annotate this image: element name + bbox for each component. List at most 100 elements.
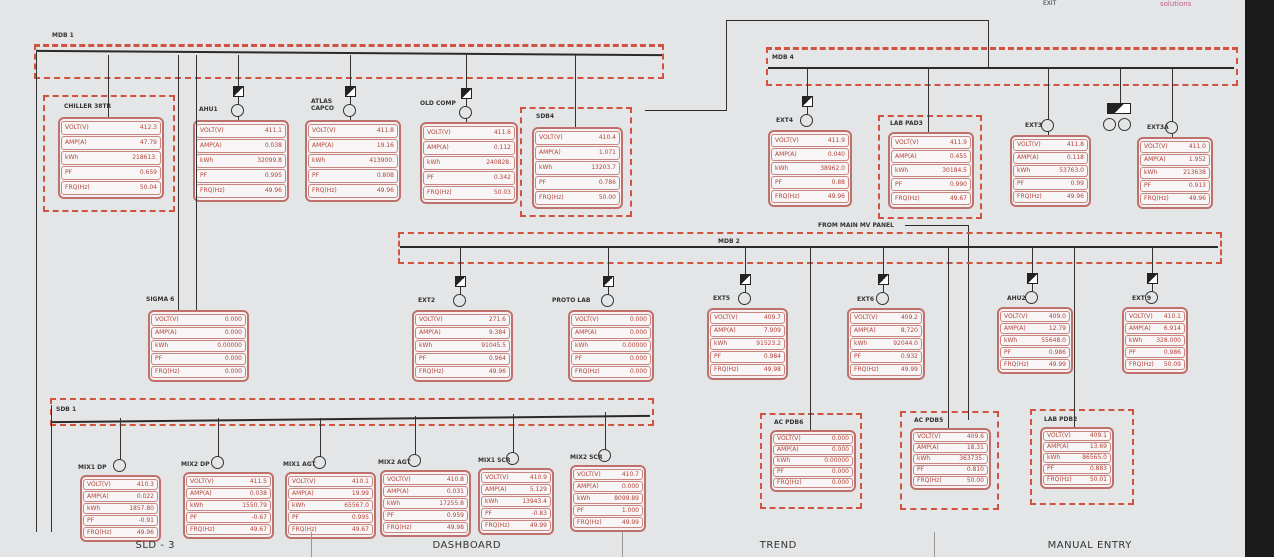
reading-volt: VOLT(V)410.3 [83,479,158,490]
reading-label: AMP(A) [895,153,917,160]
nav-sld-3[interactable]: SLD - 3 [135,540,175,551]
feeder-line [218,418,219,458]
reading-value: 0.000 [629,368,647,375]
panel-name: EXT6 [857,296,874,303]
reading-label: VOLT(V) [854,314,878,321]
reading-value: 411.9 [949,139,967,146]
reading-label: AMP(A) [312,142,334,149]
reading-volt: VOLT(V)411.5 [186,476,271,487]
nav-dashboard[interactable]: DASHBOARD [310,532,623,557]
reading-value: 17255.8 [439,500,464,507]
breaker-icon [461,88,472,99]
reading-value: 49.99 [621,519,639,526]
reading-amp: AMP(A)19.99 [288,488,373,499]
reading-value: 0.342 [493,174,511,181]
reading-label: kWh [155,342,169,349]
panel-dashed-frame [520,107,632,217]
exit-button[interactable]: EXIT [1043,0,1057,7]
reading-frq: FRQ(Hz)50.01 [1043,475,1111,485]
reading-volt: VOLT(V)410.1 [288,476,373,487]
reading-value: 19.99 [351,490,369,497]
reading-label: FRQ(Hz) [485,522,510,529]
reading-value: 0.000 [621,483,639,490]
nav-manual-entry[interactable]: MANUAL ENTRY [933,532,1246,557]
reading-frq: FRQ(Hz)49.99 [850,364,922,376]
panel-name: LAB PDB2 [1044,416,1078,423]
reading-volt: VOLT(V)410.8 [383,474,468,485]
reading-value: 0.031 [446,488,464,495]
reading-label: PF [577,507,585,514]
reading-amp: AMP(A)13.69 [1043,442,1111,452]
reading-volt: VOLT(V)411.8 [308,124,398,138]
reading-label: AMP(A) [577,483,599,490]
reading-label: PF [895,181,903,188]
reading-label: PF [87,517,95,524]
panel-name: AHU1 [199,106,218,113]
reading-value: 0.038 [264,142,282,149]
reading-value: 0.000 [629,355,647,362]
reading-volt: VOLT(V)411.0 [1140,141,1210,153]
breaker-icon [878,274,889,285]
feeder-line [36,52,37,532]
reading-label: PF [292,514,300,521]
reading-label: kWh [419,342,433,349]
reading-value: 411.9 [827,137,845,144]
reading-value: 409.6 [966,433,984,440]
reading-frq: FRQ(Hz)0.000 [151,366,246,378]
reading-label: AMP(A) [775,151,797,158]
reading-label: FRQ(Hz) [539,194,564,201]
nav-trend[interactable]: TREND [622,532,934,557]
reading-label: VOLT(V) [485,474,509,481]
reading-volt: VOLT(V)411.1 [196,124,286,138]
reading-value: 0.99 [1070,180,1084,187]
reading-value: 50.01 [1089,476,1107,483]
reading-value: 0.786 [598,179,616,186]
reading-label: PF [1144,182,1152,189]
reading-value: 49.67 [351,526,369,533]
feeder-line [807,68,808,116]
panel-name: MIX1 SCR [478,457,511,464]
reading-label: VOLT(V) [1129,313,1153,320]
reading-value: 0.000 [831,446,849,453]
panel-name: AHU2 [1007,295,1026,302]
reading-value: 49.96 [376,187,394,194]
reading-value: 8099.89 [614,495,639,502]
transformer-icon [1040,119,1054,132]
reading-value: 12.79 [1048,325,1066,332]
reading-label: PF [1047,465,1055,472]
reading-value: 1550.79 [242,502,267,509]
reading-amp: AMP(A)9.384 [415,327,510,339]
reading-value: 18.31 [966,444,984,451]
reading-volt: VOLT(V)409.1 [1043,431,1111,441]
reading-value: 0.00000 [622,342,647,349]
feeder-line [968,225,969,420]
feeder-line [608,246,609,296]
reading-frq: FRQ(Hz)50.09 [1125,359,1185,370]
reading-amp: AMP(A)18.31 [913,443,988,453]
reading-label: AMP(A) [539,149,561,156]
mv-feed-label: FROM MAIN MV PANEL [818,222,894,229]
panel-dashed-frame [900,411,999,510]
reading-value: 0.000 [629,329,647,336]
reading-value: 0.000 [831,468,849,475]
feeder-line [415,416,416,456]
reading-value: 49.67 [949,195,967,202]
reading-label: FRQ(Hz) [155,368,180,375]
reading-value: 1.000 [621,507,639,514]
reading-label: AMP(A) [387,488,409,495]
transformer-icon [601,294,614,307]
reading-amp: AMP(A)0.000 [571,327,651,339]
reading-label: AMP(A) [65,139,87,146]
